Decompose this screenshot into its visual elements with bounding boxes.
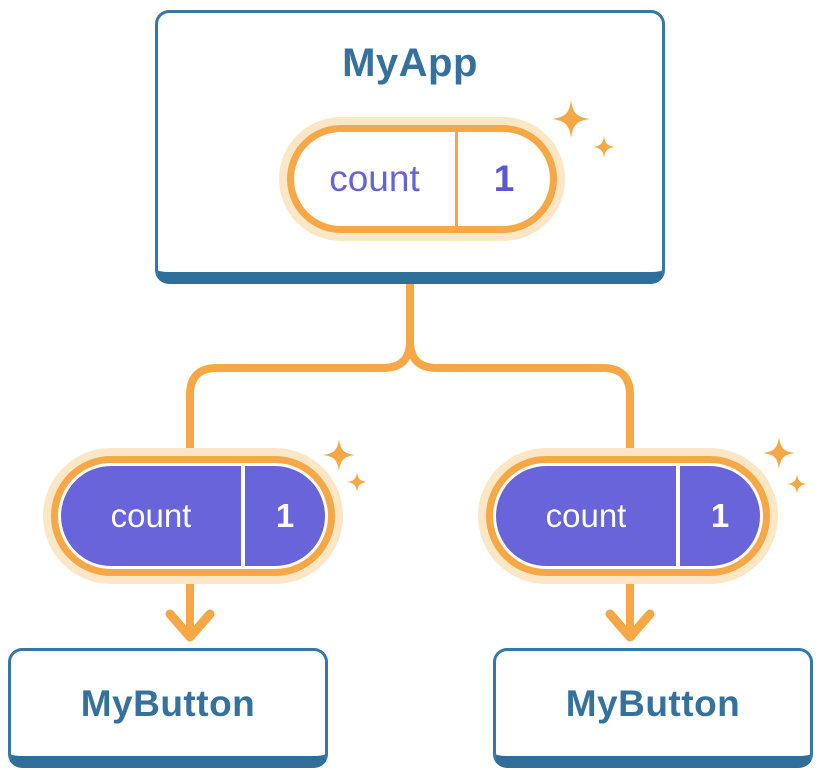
sparkle-icon <box>323 439 355 471</box>
prop-value: 1 <box>245 466 325 566</box>
myapp-state-pill: count 1 <box>287 125 557 233</box>
mybutton-card-right: MyButton <box>493 648 813 768</box>
sparkle-icon <box>552 100 590 138</box>
prop-label: count <box>61 466 241 566</box>
arrow-right-head <box>605 609 655 642</box>
branch-left-line <box>186 337 414 457</box>
pill-divider <box>455 132 458 226</box>
prop-pill-left: count 1 <box>51 456 335 576</box>
branch-right-line <box>406 337 634 457</box>
sparkle-icon <box>347 472 367 492</box>
mybutton-title: MyButton <box>565 682 741 724</box>
state-value: 1 <box>493 158 515 199</box>
state-label: count <box>329 158 420 199</box>
sparkle-icon <box>763 437 795 469</box>
arrow-left-head <box>165 609 215 642</box>
myapp-title: MyApp <box>342 41 478 85</box>
sparkle-icon <box>787 474 807 494</box>
prop-pill-right: count 1 <box>486 456 770 576</box>
prop-label: count <box>496 466 676 566</box>
prop-value: 1 <box>680 466 760 566</box>
mybutton-card-left: MyButton <box>8 648 328 768</box>
sparkle-icon <box>593 136 615 158</box>
mybutton-title: MyButton <box>80 682 256 724</box>
